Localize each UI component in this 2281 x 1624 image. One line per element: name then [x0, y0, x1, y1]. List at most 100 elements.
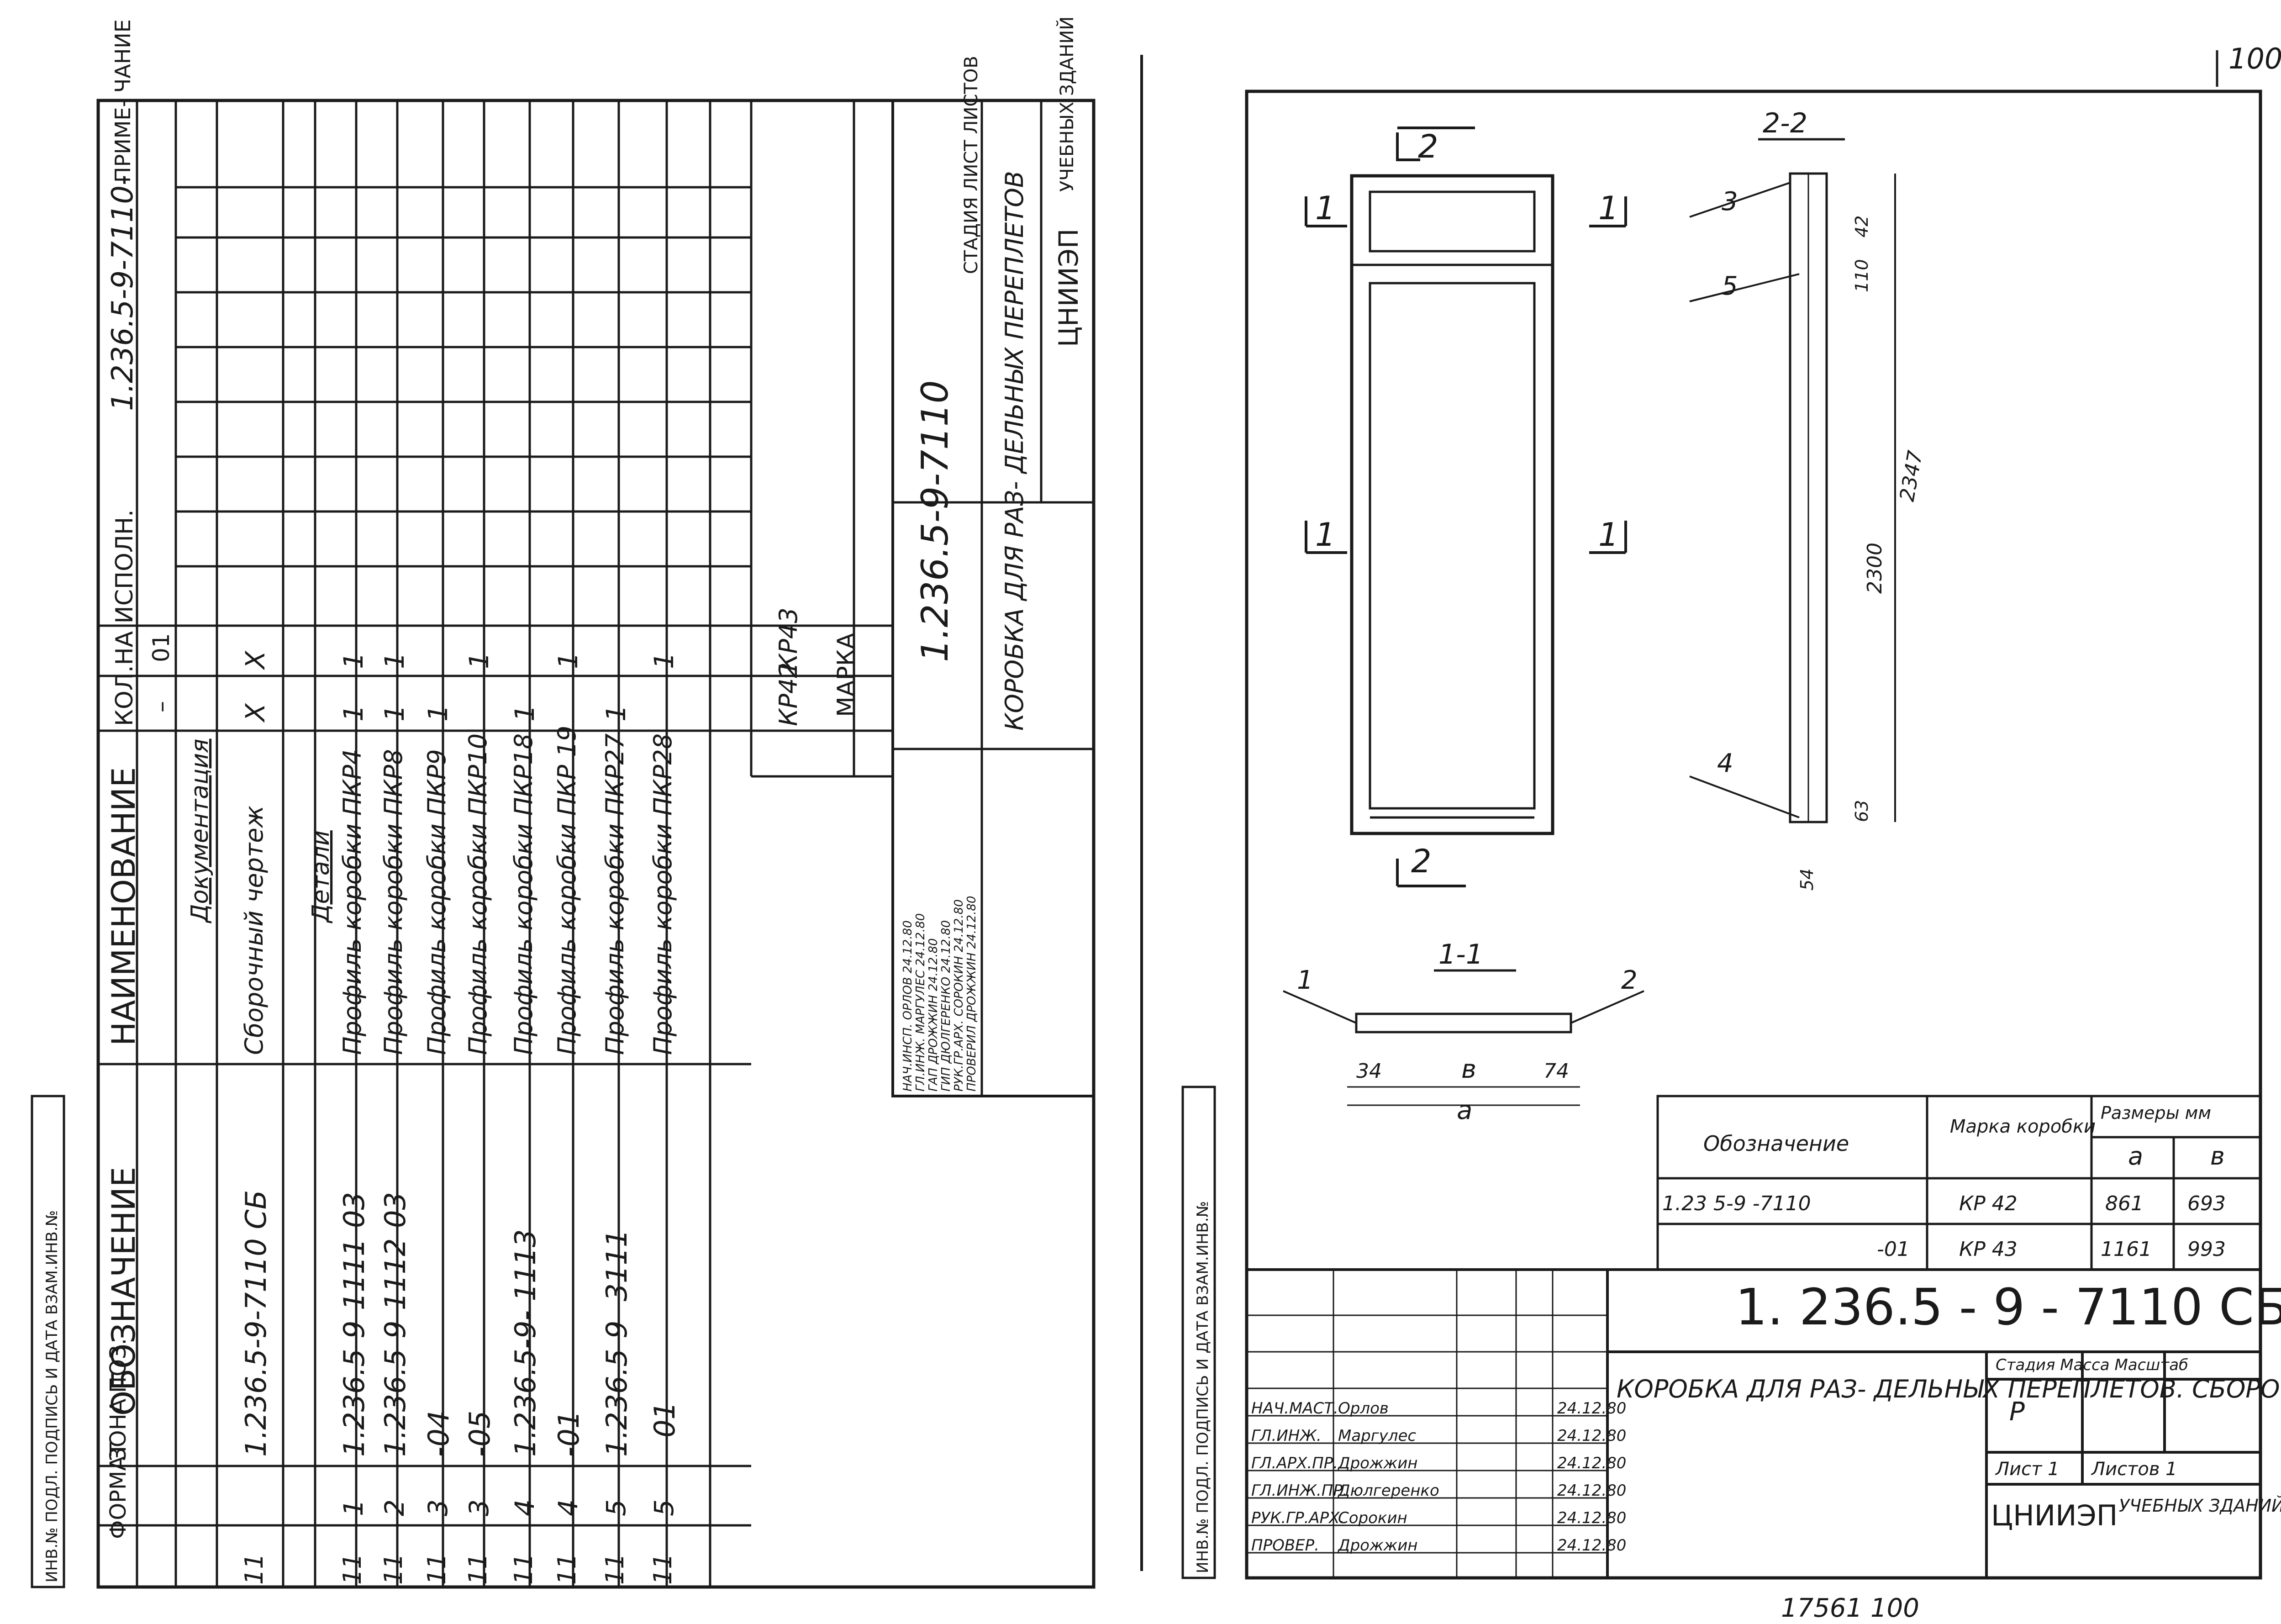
right-sheets-total: Листов 1	[2091, 1459, 2177, 1480]
right-side-stamp-text: ИНВ.№ ПОДЛ. ПОДПИСЬ И ДАТА ВЗАМ.ИНВ.№	[1194, 1201, 1212, 1573]
section-1-1-label: 1-1	[1438, 939, 1483, 970]
row-qty-1: 1	[338, 705, 369, 722]
col-header-format: ФОРМАТ	[105, 1442, 131, 1539]
sig-date-3: 24.12.80	[1557, 1454, 1626, 1472]
section-docs: Документация	[186, 739, 214, 923]
row-format: 11	[338, 1553, 367, 1585]
row-pos: 5	[601, 1499, 632, 1516]
right-sheet-no: Лист 1	[1995, 1459, 2060, 1480]
dim-a: а	[1457, 1096, 1472, 1125]
left-signature-row: РУК.ГР.АРХ. СОРОКИН 24.12.80	[952, 899, 966, 1091]
left-signature-row: ГАП ДРОЖЖИН 24.12.80	[927, 938, 940, 1091]
callout-1: 1	[1297, 965, 1313, 995]
row-name: Профиль коробки ПКР8	[379, 749, 408, 1055]
row-designation: -05	[463, 1410, 496, 1457]
callout-2: 2	[1621, 965, 1638, 995]
exec-dash-header: –	[148, 701, 174, 712]
right-title-name: КОРОБКА ДЛЯ РАЗ- ДЕЛЬНЫХ ПЕРЕПЛЕТОВ. СБО…	[1617, 1375, 2281, 1403]
row-name: Профиль коробки ПКР9	[422, 749, 451, 1055]
cut-2-top: 2	[1418, 128, 1438, 165]
size-h-designation: Обозначение	[1703, 1131, 1849, 1156]
row-pos: 3	[422, 1499, 453, 1516]
row-format: 11	[240, 1553, 269, 1585]
sig-role-1: НАЧ.МАСТ.	[1251, 1399, 1338, 1418]
row-name: Профиль коробки ПКР28	[648, 733, 677, 1055]
row-pos: 2	[379, 1499, 410, 1516]
dim-2300: 2300	[1863, 543, 1886, 594]
left-side-stamp	[31, 1095, 65, 1588]
row-pos: 4	[509, 1499, 540, 1516]
marka-value: КР43	[774, 607, 803, 671]
row-format: 11	[648, 1553, 677, 1585]
right-org-sub: УЧЕБНЫХ ЗДАНИЙ	[2119, 1496, 2281, 1516]
right-stage-header: Стадия Масса Масштаб	[1996, 1356, 2188, 1374]
col-header-note: ПРИМЕ- ЧАНИЕ	[111, 19, 135, 183]
left-stage-header: СТАДИЯ ЛИСТ ЛИСТОВ	[961, 56, 982, 274]
row-format: 11	[379, 1553, 408, 1585]
size-row1-designation: 1.23 5-9 -7110	[1662, 1192, 1811, 1215]
row-designation: -04	[422, 1410, 455, 1457]
right-sheet: 2 2 1 1 1 1 2-2 2300 2347 42 110 63 54 3…	[1181, 90, 2281, 1580]
left-signature-row: ПРОВЕРИЛ ДРОЖЖИН 24.12.80	[965, 896, 979, 1091]
left-signature-row: НАЧ.ИНСП. ОРЛОВ 24.12.80	[901, 920, 915, 1091]
dim-2347: 2347	[1896, 449, 1928, 503]
sig-date-4: 24.12.80	[1557, 1482, 1626, 1500]
row-name: Сборочный чертеж	[240, 805, 269, 1055]
sig-role-5: РУК.ГР.АРХ.	[1251, 1509, 1344, 1527]
size-row2-marka: КР 43	[1959, 1238, 2018, 1261]
size-row2-a: 1161	[2101, 1238, 2152, 1261]
dim-54: 54	[1797, 869, 1817, 891]
transom-pane	[1369, 190, 1536, 253]
page-number: 100	[2228, 42, 2281, 75]
section-1-1-profile	[1355, 1012, 1572, 1033]
left-title-block	[891, 99, 1095, 1097]
col-header-qty: КОЛ.НА ИСПОЛН.	[111, 509, 138, 726]
footer-number: 17561 100	[1781, 1593, 1919, 1623]
elevation-outer	[1350, 174, 1554, 835]
size-row1-marka: КР 42	[1959, 1192, 2018, 1215]
size-row1-a: 861	[2105, 1192, 2144, 1215]
dim-74: 74	[1543, 1060, 1569, 1083]
left-sheet: ФОРМАТ ЗОНА ПОЗ. ОБОЗНАЧЕНИЕ НАИМЕНОВАНИ…	[31, 16, 1096, 1589]
row-name: Профиль коробки ПКР10	[464, 733, 492, 1055]
row-qty-2: 1	[553, 652, 584, 669]
left-title-name: КОРОБКА ДЛЯ РАЗ- ДЕЛЬНЫХ ПЕРЕПЛЕТОВ	[1000, 171, 1029, 731]
row-qty-1: 1	[422, 705, 453, 722]
row-pos: 4	[553, 1499, 584, 1516]
row-name: Профиль коробки ПКР27	[601, 733, 629, 1055]
row-format: 11	[509, 1553, 538, 1585]
right-title-code: 1. 236.5 - 9 - 7110 СБ	[1735, 1278, 2281, 1336]
dim-34: 34	[1356, 1060, 1382, 1083]
row-qty-2: 1	[379, 652, 410, 669]
row-designation: 1.236.5-9-1111-03	[337, 1192, 371, 1457]
sig-name-2: Маргулес	[1338, 1427, 1416, 1445]
sig-name-6: Дрожжин	[1337, 1536, 1418, 1555]
row-qty-1: 1	[601, 705, 632, 722]
dim-110: 110	[1852, 259, 1872, 292]
dim-b: в	[1461, 1055, 1476, 1084]
sig-date-1: 24.12.80	[1557, 1399, 1626, 1418]
row-name: Профиль коробки ПКР 19	[553, 725, 581, 1055]
size-h-sizes: Размеры мм	[2101, 1103, 2211, 1123]
left-title-code: 1.236.5-9-7110	[914, 380, 956, 662]
row-pos: 3	[464, 1499, 495, 1516]
size-h-b: в	[2210, 1142, 2225, 1171]
left-side-stamp-text: ИНВ.№ ПОДЛ. ПОДПИСЬ И ДАТА ВЗАМ.ИНВ.№	[43, 1210, 61, 1582]
cut-1-c: 1	[1315, 516, 1336, 554]
row-designation: 1.236.5-9-1112-03	[379, 1192, 412, 1457]
row-format: 11	[422, 1553, 451, 1585]
dim-42: 42	[1852, 216, 1872, 237]
callout-4: 4	[1717, 749, 1733, 778]
row-designation: 1.236.5-9- 3111	[600, 1229, 633, 1457]
row-name: Профиль коробки ПКР18	[509, 733, 538, 1055]
sig-role-3: ГЛ.АРХ.ПР.	[1251, 1454, 1338, 1472]
left-org-sub: УЧЕБНЫХ ЗДАНИЙ	[1056, 16, 1078, 192]
main-pane	[1369, 282, 1536, 810]
cut-1-d: 1	[1598, 516, 1619, 554]
cut-2-bottom: 2	[1411, 843, 1432, 880]
right-stage-value: Р	[2009, 1397, 2025, 1427]
col-header-pos: ПОЗ.	[105, 1338, 131, 1393]
section-2-2-label: 2-2	[1763, 107, 1807, 139]
sig-role-2: ГЛ.ИНЖ.	[1251, 1427, 1322, 1445]
